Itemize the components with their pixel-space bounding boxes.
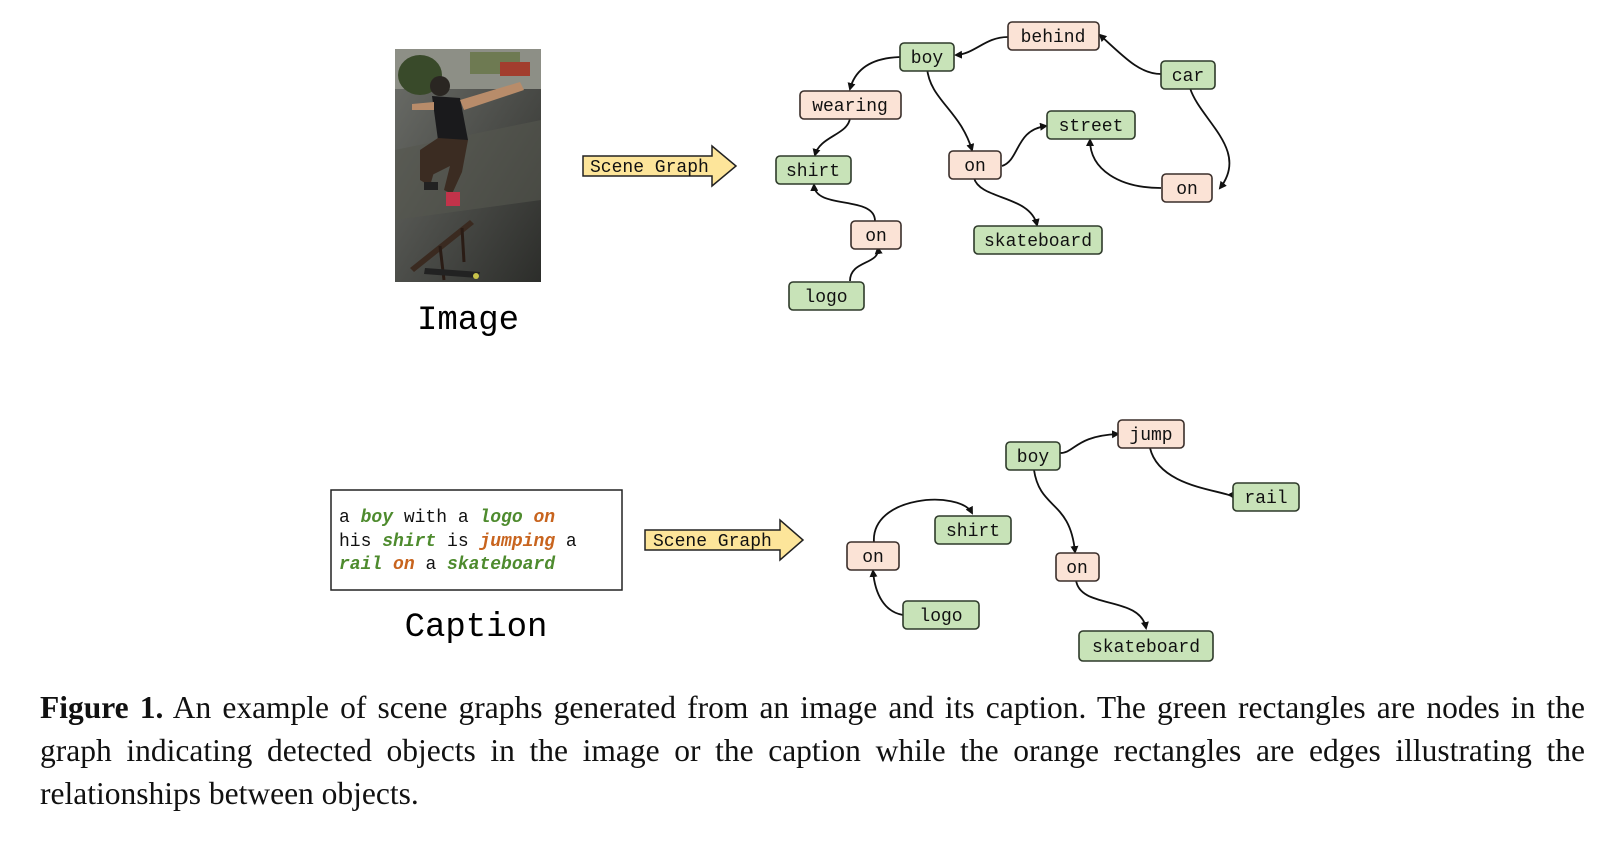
node-car: car xyxy=(1160,60,1216,90)
figure-diagram: Image Scene Graph behind boy car xyxy=(330,21,1300,662)
node-shirt: shirt xyxy=(934,515,1012,545)
svg-text:logo: logo xyxy=(919,607,962,627)
caption-word-object: boy xyxy=(361,508,395,528)
svg-text:logo: logo xyxy=(804,288,847,308)
node-jump: jump xyxy=(1117,419,1185,449)
node-wearing: wearing xyxy=(799,90,902,120)
node-behind: behind xyxy=(1007,21,1100,51)
caption-word-object: logo xyxy=(479,508,522,528)
svg-text:on: on xyxy=(1066,559,1088,579)
node-on-skateboard: on xyxy=(1055,552,1100,582)
caption-label: Caption xyxy=(405,609,548,647)
skateboarder-photo xyxy=(395,49,541,282)
svg-text:skateboard: skateboard xyxy=(984,232,1092,252)
caption-word-plain xyxy=(382,555,393,575)
scene-graph-arrow-image: Scene Graph xyxy=(582,144,738,188)
image-graph-nodes: behind boy car wearing street on shirt xyxy=(775,21,1216,311)
node-boy: boy xyxy=(899,42,955,72)
node-rail: rail xyxy=(1232,482,1300,512)
node-on-shirt: on xyxy=(846,541,900,571)
svg-text:on: on xyxy=(862,548,884,568)
node-on-car: on xyxy=(1161,173,1213,203)
caption-word-plain: his xyxy=(339,532,382,552)
caption-word-plain: a xyxy=(339,508,361,528)
caption-line-1: a boy with a logo on xyxy=(339,508,555,528)
scene-graph-arrow-label: Scene Graph xyxy=(590,158,709,178)
svg-text:jump: jump xyxy=(1129,426,1172,446)
scene-graph-arrow-label: Scene Graph xyxy=(653,532,772,552)
caption-word-plain: with a xyxy=(393,508,479,528)
svg-text:shirt: shirt xyxy=(946,522,1000,542)
caption-graph-edges xyxy=(869,430,1235,630)
caption-line-3: rail on a skateboard xyxy=(339,555,556,575)
node-street: street xyxy=(1046,110,1136,140)
svg-text:rail: rail xyxy=(1244,489,1287,509)
caption-word-plain: a xyxy=(555,532,577,552)
caption-word-relation: on xyxy=(533,508,555,528)
caption-word-relation: on xyxy=(393,555,415,575)
svg-text:street: street xyxy=(1059,117,1124,137)
figure-caption: Figure 1. An example of scene graphs gen… xyxy=(40,686,1585,815)
node-on-street: on xyxy=(948,150,1002,180)
caption-word-plain xyxy=(523,508,534,528)
caption-word-object: rail xyxy=(339,555,382,575)
svg-text:on: on xyxy=(865,227,887,247)
node-on-logo: on xyxy=(850,220,902,250)
caption-word-relation: jumping xyxy=(478,532,555,552)
svg-text:boy: boy xyxy=(1017,448,1050,468)
caption-word-object: shirt xyxy=(382,532,436,552)
svg-text:car: car xyxy=(1172,67,1204,87)
caption-box: a boy with a logo on his shirt is jumpin… xyxy=(330,489,623,591)
svg-text:shirt: shirt xyxy=(786,162,840,182)
svg-text:on: on xyxy=(1176,180,1198,200)
svg-text:skateboard: skateboard xyxy=(1092,638,1200,658)
node-skateboard: skateboard xyxy=(1078,630,1214,662)
image-label: Image xyxy=(417,302,519,340)
image-graph-edges xyxy=(810,33,1231,282)
svg-text:boy: boy xyxy=(911,49,944,69)
node-logo: logo xyxy=(902,600,980,630)
node-shirt: shirt xyxy=(775,155,852,185)
caption-graph-nodes: jump boy rail shirt on on logo skateboa xyxy=(846,419,1300,662)
caption-line-2: his shirt is jumping a xyxy=(339,532,577,552)
node-skateboard: skateboard xyxy=(973,225,1103,255)
node-logo: logo xyxy=(788,281,865,311)
node-boy: boy xyxy=(1005,441,1061,471)
svg-text:on: on xyxy=(964,157,986,177)
figure-caption-text: An example of scene graphs generated fro… xyxy=(40,690,1585,811)
caption-word-plain: a xyxy=(415,555,447,575)
scene-graph-arrow-caption: Scene Graph xyxy=(644,518,805,562)
caption-word-plain: is xyxy=(436,532,479,552)
svg-text:wearing: wearing xyxy=(812,97,888,117)
caption-word-object: skateboard xyxy=(447,555,556,575)
svg-text:behind: behind xyxy=(1021,28,1086,48)
figure-number: Figure 1. xyxy=(40,690,164,725)
